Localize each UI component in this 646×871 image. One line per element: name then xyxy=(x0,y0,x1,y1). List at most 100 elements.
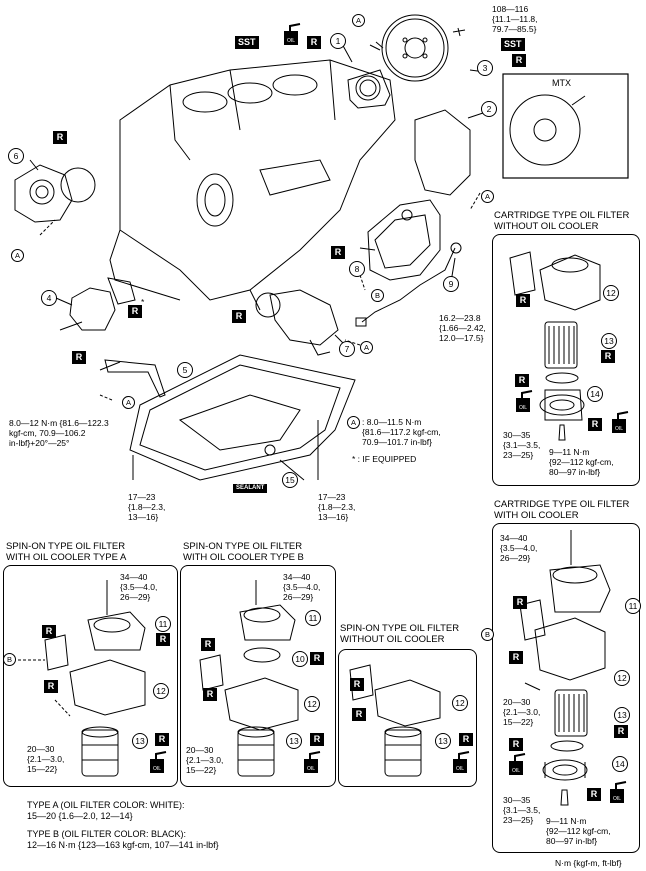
part-number-9: 9 xyxy=(443,276,459,292)
oil-can-icon: OIL xyxy=(509,753,526,775)
oil-pan-drawing xyxy=(129,354,356,481)
spin-type-a-panel xyxy=(3,565,178,787)
if-equipped-asterisk: * xyxy=(141,297,145,307)
replace-badge: R xyxy=(310,733,324,746)
part-number-12: 12 xyxy=(452,695,468,711)
part-number-12: 12 xyxy=(304,696,320,712)
part-number-13: 13 xyxy=(132,733,148,749)
bolt-ref-b: B xyxy=(371,289,384,302)
part-number-13: 13 xyxy=(614,707,630,723)
svg-text:OIL: OIL xyxy=(613,796,621,802)
cartridge-cooler-drawing xyxy=(519,530,611,806)
cooler-bolt-torque: 34—40 {3.5—4.0, 26—29} xyxy=(500,533,538,563)
part-number-14: 14 xyxy=(587,386,603,402)
rear-oil-seal-drawing xyxy=(347,69,391,109)
flywheel-drawing xyxy=(381,14,449,82)
spin-type-b-panel xyxy=(180,565,336,787)
bolt-ref-a: A xyxy=(122,396,135,409)
bolt-ref-b: B xyxy=(3,653,16,666)
replace-badge: R xyxy=(515,374,529,387)
replace-badge: R xyxy=(352,708,366,721)
oil-pan-bolt-torque-left: 17—23 {1.8—2.3, 13—16} xyxy=(128,492,166,522)
replace-badge: R xyxy=(42,625,56,638)
replace-badge: R xyxy=(201,638,215,651)
filter-body-torque: 20—30 {2.1—3.0, 15—22} xyxy=(186,745,224,775)
part-number-1: 1 xyxy=(330,33,346,49)
replace-badge: R xyxy=(516,294,530,307)
spin-on-type-a-drawing xyxy=(18,580,146,777)
part-number-12: 12 xyxy=(614,670,630,686)
oil-can-icon: OIL xyxy=(304,751,321,773)
part-number-13: 13 xyxy=(435,733,451,749)
bolt-a-torque-spec: : 8.0—11.5 N·m {81.6—117.2 kgf-cm, 70.9—… xyxy=(362,417,441,447)
oil-pump-drawing xyxy=(59,277,136,331)
replace-badge: R xyxy=(459,733,473,746)
part-number-4: 4 xyxy=(41,290,57,306)
part-number-15: 15 xyxy=(282,472,298,488)
type-b-torque-note: TYPE B (OIL FILTER COLOR: BLACK): 12—16 … xyxy=(27,829,219,850)
part-number-2: 2 xyxy=(481,101,497,117)
replace-badge: R xyxy=(509,651,523,664)
replace-badge: R xyxy=(155,733,169,746)
spin-type-a-title: SPIN-ON TYPE OIL FILTER WITH OIL COOLER … xyxy=(6,541,127,563)
water-pump-drawing xyxy=(14,164,96,223)
part-number-13: 13 xyxy=(601,333,617,349)
oil-can-icon: OIL xyxy=(612,411,629,433)
bolt-ref-a: A xyxy=(481,190,494,203)
svg-text:OIL: OIL xyxy=(307,766,315,772)
replace-badge: R xyxy=(588,418,602,431)
svg-text:OIL: OIL xyxy=(456,766,464,772)
replace-badge: R xyxy=(44,680,58,693)
part-number-6: 6 xyxy=(8,148,24,164)
oil-can-icon: OIL xyxy=(516,390,533,412)
oil-can-icon: OIL xyxy=(453,751,470,773)
part-number-5: 5 xyxy=(177,362,193,378)
sealant-badge: SEALANT xyxy=(233,484,268,493)
oil-can-icon: OIL xyxy=(610,781,627,803)
svg-text:OIL: OIL xyxy=(519,405,527,411)
replace-badge: R xyxy=(331,246,345,259)
cartridge-cooler-panel xyxy=(492,523,640,853)
part-number-12: 12 xyxy=(603,285,619,301)
mtx-label: MTX xyxy=(552,78,571,88)
replace-badge: R xyxy=(310,652,324,665)
spin-no-cooler-title: SPIN-ON TYPE OIL FILTER WITHOUT OIL COOL… xyxy=(340,623,460,645)
replace-badge: R xyxy=(513,596,527,609)
sst-badge: SST xyxy=(235,36,259,49)
spin-no-cooler-panel xyxy=(338,649,477,787)
replace-badge: R xyxy=(509,738,523,751)
sst-badge: SST xyxy=(501,38,525,51)
spin-type-b-title: SPIN-ON TYPE OIL FILTER WITH OIL COOLER … xyxy=(183,541,304,563)
part-number-12: 12 xyxy=(153,683,169,699)
bolt-ref-a: A xyxy=(352,14,365,27)
oil-pan-bolt-torque-right: 17—23 {1.8—2.3, 13—16} xyxy=(318,492,356,522)
replace-badge: R xyxy=(614,725,628,738)
cooler-bolt-torque: 34—40 {3.5—4.0, 26—29} xyxy=(283,572,321,602)
part-number-14: 14 xyxy=(612,756,628,772)
oil-can-icon: OIL xyxy=(284,23,301,45)
svg-text:OIL: OIL xyxy=(512,768,520,774)
water-outlet-drawing xyxy=(255,289,339,356)
svg-text:OIL: OIL xyxy=(287,38,295,44)
part-number-11: 11 xyxy=(625,598,641,614)
front-cover-drawing xyxy=(367,199,441,281)
filter-body-torque: 20—30 {2.1—3.0, 15—22} xyxy=(27,744,65,774)
bolt-ref-a: A xyxy=(360,341,373,354)
part-number-11: 11 xyxy=(305,610,321,626)
replace-badge: R xyxy=(601,350,615,363)
replace-badge: R xyxy=(156,633,170,646)
cartridge-cap-torque: 30—35 {3.1—3.5, 23—25} xyxy=(503,795,541,825)
drain-plug-torque: 9—11 N·m {92—112 kgf-cm, 80—97 in-lbf} xyxy=(546,816,611,846)
cartridge-cap-torque: 30—35 {3.1—3.5, 23—25} xyxy=(503,430,541,460)
part-number-8: 8 xyxy=(349,261,365,277)
flywheel-bolt-torque: 108—116 {11.1—11.8, 79.7—85.5} xyxy=(492,4,538,34)
cartridge-cooler-title: CARTRIDGE TYPE OIL FILTER WITH OIL COOLE… xyxy=(494,499,630,521)
part-number-10: 10 xyxy=(292,651,308,667)
cylinder-block-drawing xyxy=(109,59,396,311)
part-number-11: 11 xyxy=(155,616,171,632)
replace-badge: R xyxy=(128,305,142,318)
replace-badge: R xyxy=(512,54,526,67)
svg-text:OIL: OIL xyxy=(153,766,161,772)
replace-badge: R xyxy=(350,678,364,691)
